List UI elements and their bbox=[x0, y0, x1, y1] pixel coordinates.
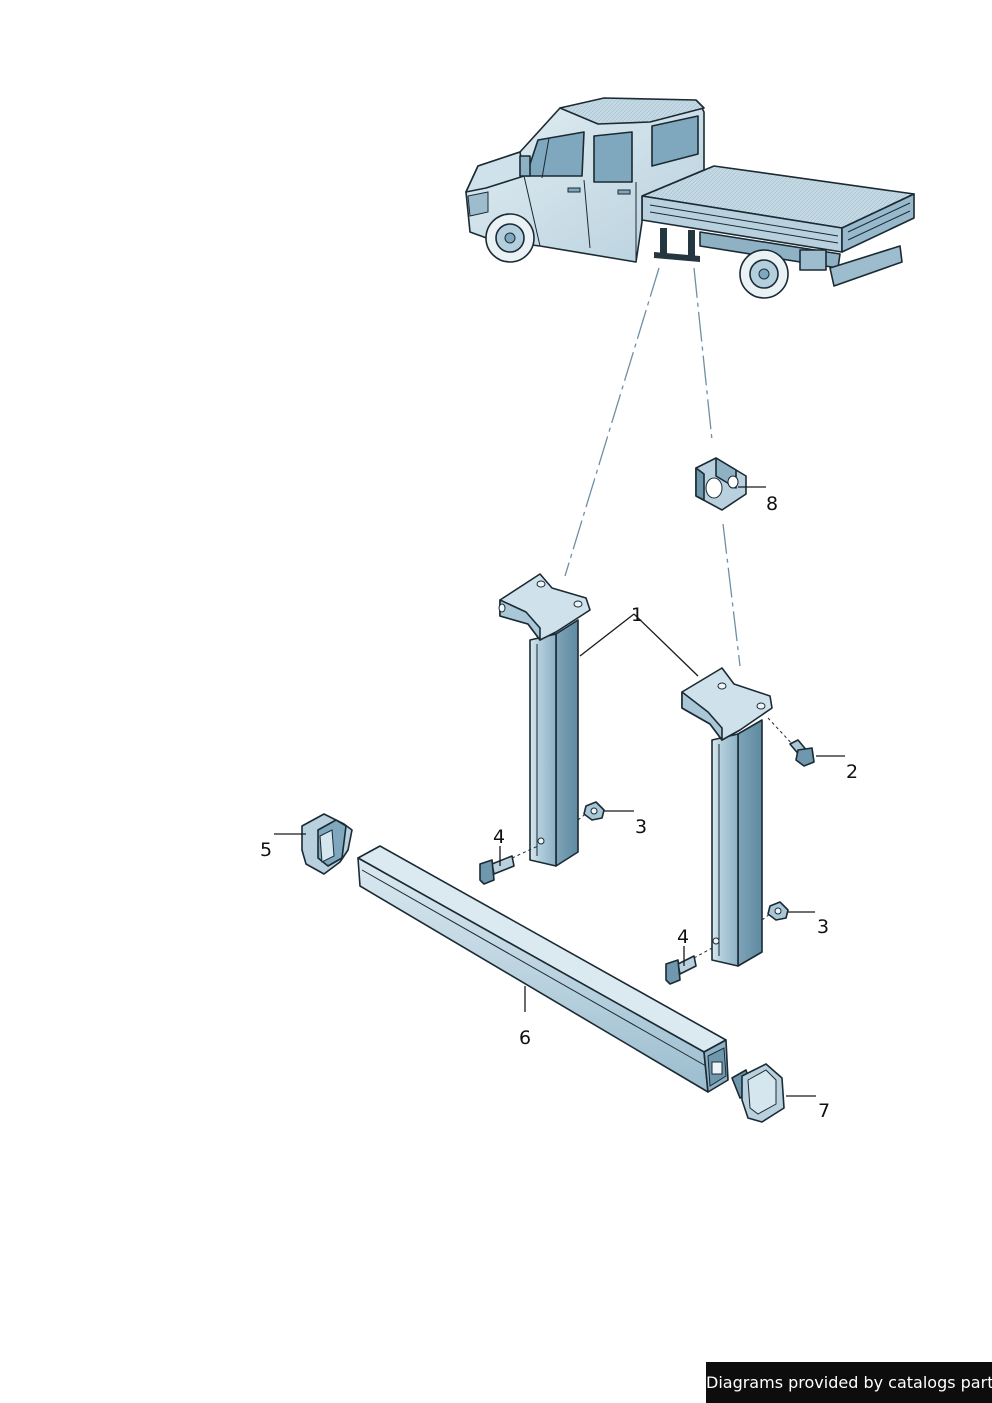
truck-illustration bbox=[465, 97, 915, 299]
callout-8: 8 bbox=[766, 493, 778, 515]
callout-labels: 1 2 3 3 4 4 5 6 7 8 bbox=[260, 493, 858, 1122]
callout-6: 6 bbox=[519, 1027, 531, 1049]
rear-wheel bbox=[739, 249, 789, 299]
credit-banner[interactable]: Diagrams provided by catalogs parts bbox=[706, 1362, 992, 1403]
part-8-bracket bbox=[695, 457, 747, 511]
callout-3-lower: 3 bbox=[817, 916, 829, 938]
callout-4-lower: 4 bbox=[677, 926, 689, 948]
callout-5: 5 bbox=[260, 839, 272, 861]
part-4-bolt-upper bbox=[479, 845, 539, 885]
part-5-end-cap bbox=[301, 813, 353, 875]
part-1-left-post bbox=[498, 573, 591, 867]
step-mount-highlight bbox=[654, 228, 700, 262]
part-4-bolt-lower bbox=[665, 947, 713, 985]
front-wheel bbox=[485, 213, 535, 263]
part-3-nut-upper bbox=[577, 801, 605, 821]
callout-3-upper: 3 bbox=[635, 816, 647, 838]
leader-lines bbox=[274, 486, 845, 1097]
callout-1: 1 bbox=[631, 604, 643, 626]
callout-2: 2 bbox=[846, 761, 858, 783]
reference-lines bbox=[564, 267, 741, 667]
callout-4-upper: 4 bbox=[493, 826, 505, 848]
part-6-step-bar bbox=[357, 845, 729, 1093]
part-2-bolt bbox=[767, 717, 815, 767]
part-1-right-post bbox=[681, 667, 773, 967]
part-3-nut-lower bbox=[761, 901, 789, 921]
part-7-end-cap bbox=[731, 1063, 785, 1123]
callout-7: 7 bbox=[818, 1100, 830, 1122]
